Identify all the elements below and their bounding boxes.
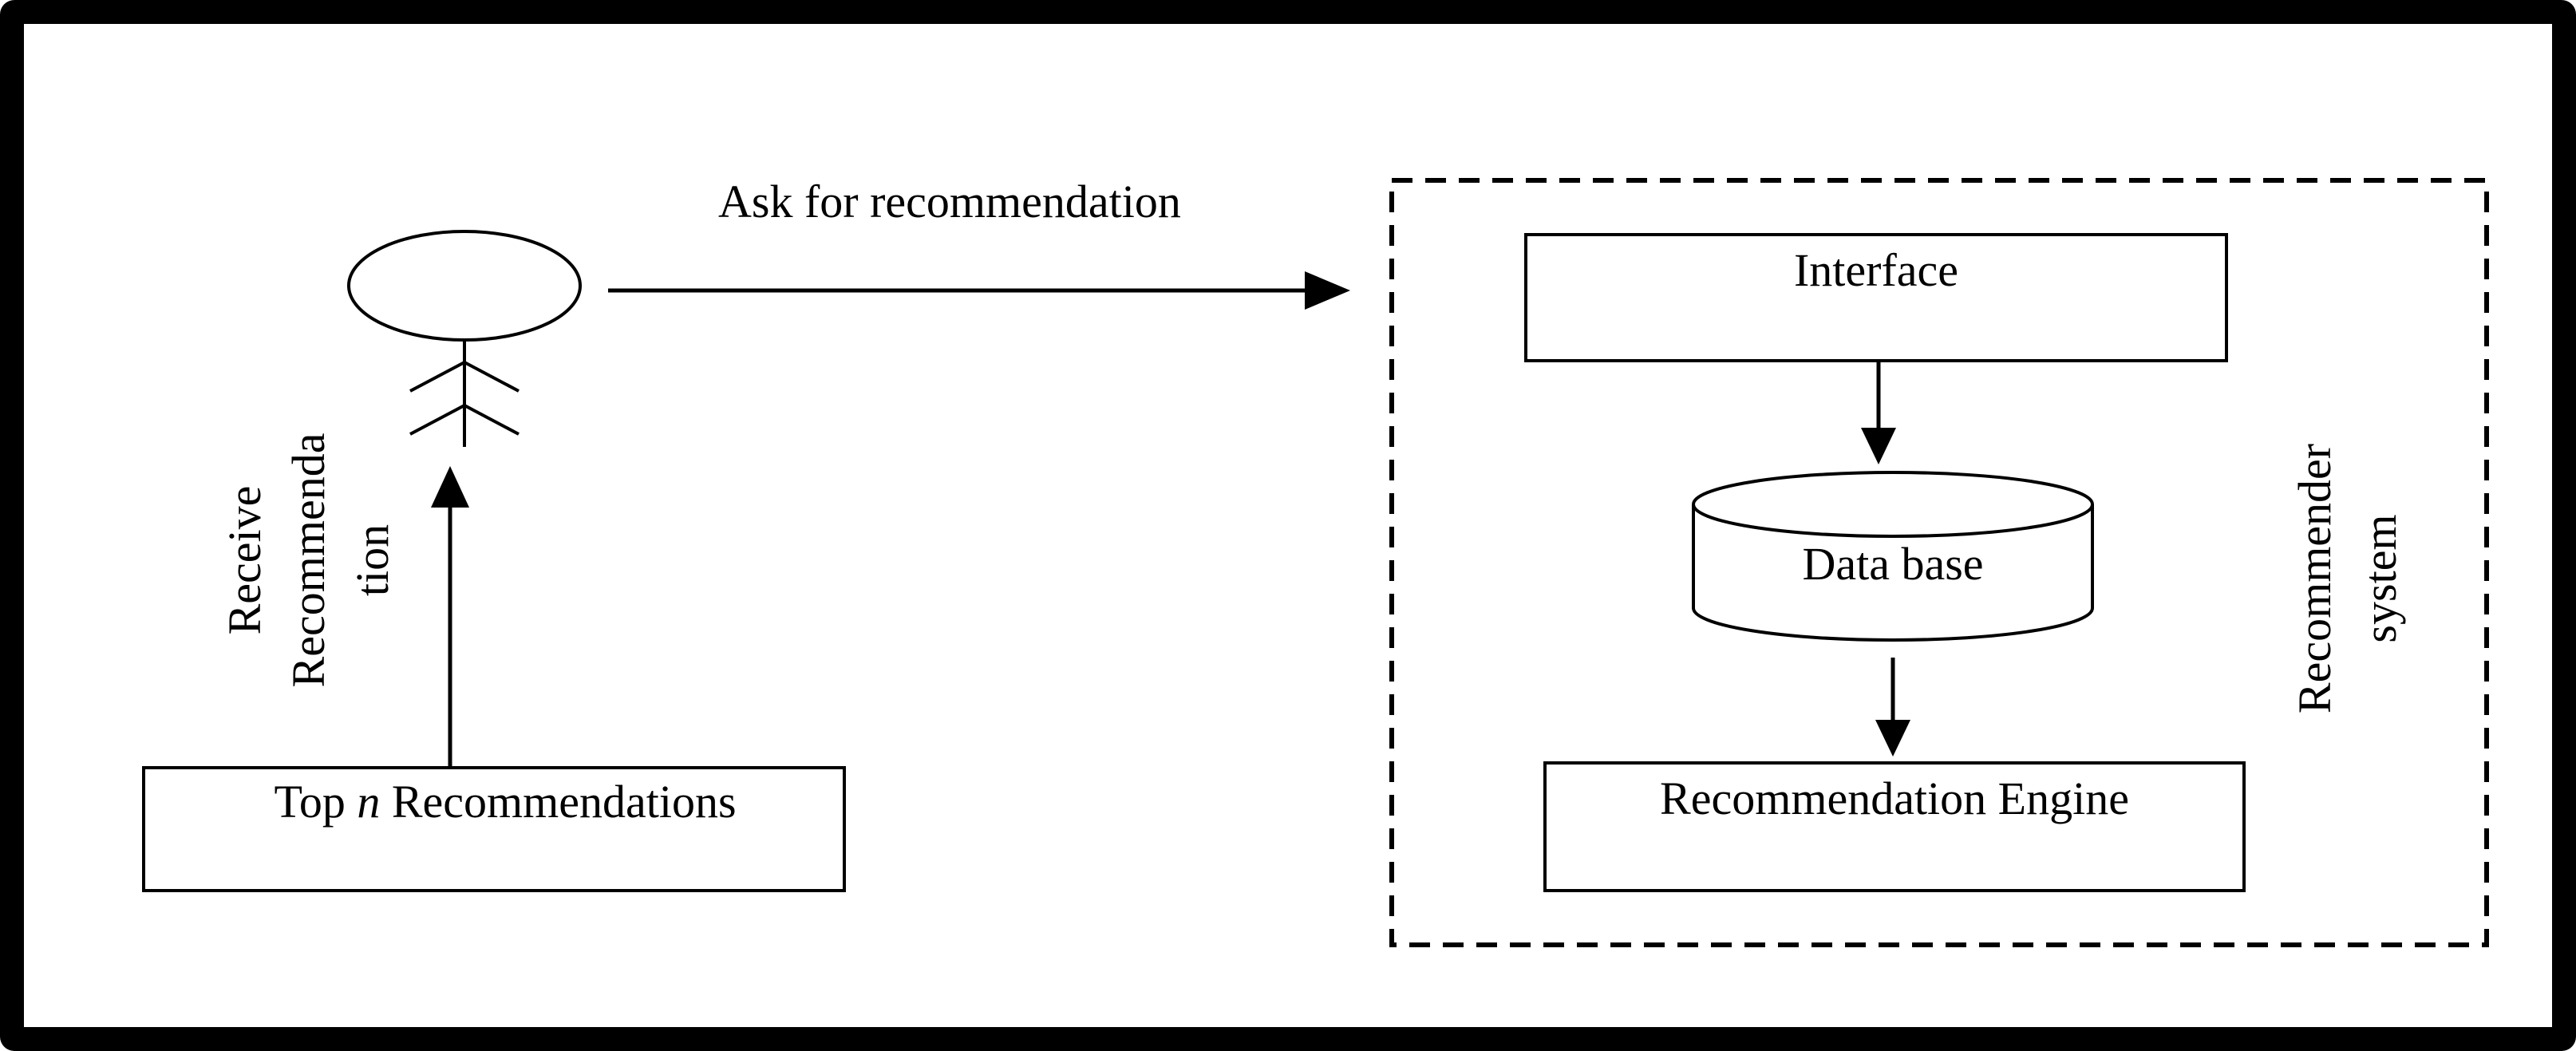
recommender-system-label: Recommender system [2289, 444, 2406, 713]
interface-label: Interface [1794, 244, 1958, 296]
interface-box [1524, 233, 2228, 362]
receive-line-2: Recommenda [282, 433, 334, 688]
receive-line-3: tion [346, 524, 398, 596]
engine-label: Recommendation Engine [1660, 772, 2129, 824]
recommender-system-boundary [1389, 178, 2489, 947]
user-actor-icon [347, 230, 582, 447]
top-n-variable: n [357, 776, 380, 828]
receive-label: Receive Recommenda tion [219, 433, 398, 688]
top-n-suffix: Recommendations [380, 776, 736, 828]
database-label: Data base [1802, 538, 1983, 590]
engine-box [1543, 761, 2246, 892]
database-to-engine-arrow [1875, 658, 1910, 757]
ask-label: Ask for recommendation [718, 176, 1181, 227]
top-n-label: Top n Recommendations [217, 776, 771, 828]
receive-line-1: Receive [219, 486, 271, 635]
ask-arrow [608, 271, 1350, 310]
database-cylinder-icon [1692, 471, 2094, 642]
top-n-prefix: Top [274, 776, 357, 828]
system-label-line-2: system [2354, 514, 2406, 642]
system-label-line-1: Recommender [2289, 444, 2341, 713]
interface-to-database-arrow [1861, 361, 1896, 464]
receive-arrow [431, 466, 469, 768]
top-n-box [142, 766, 846, 892]
